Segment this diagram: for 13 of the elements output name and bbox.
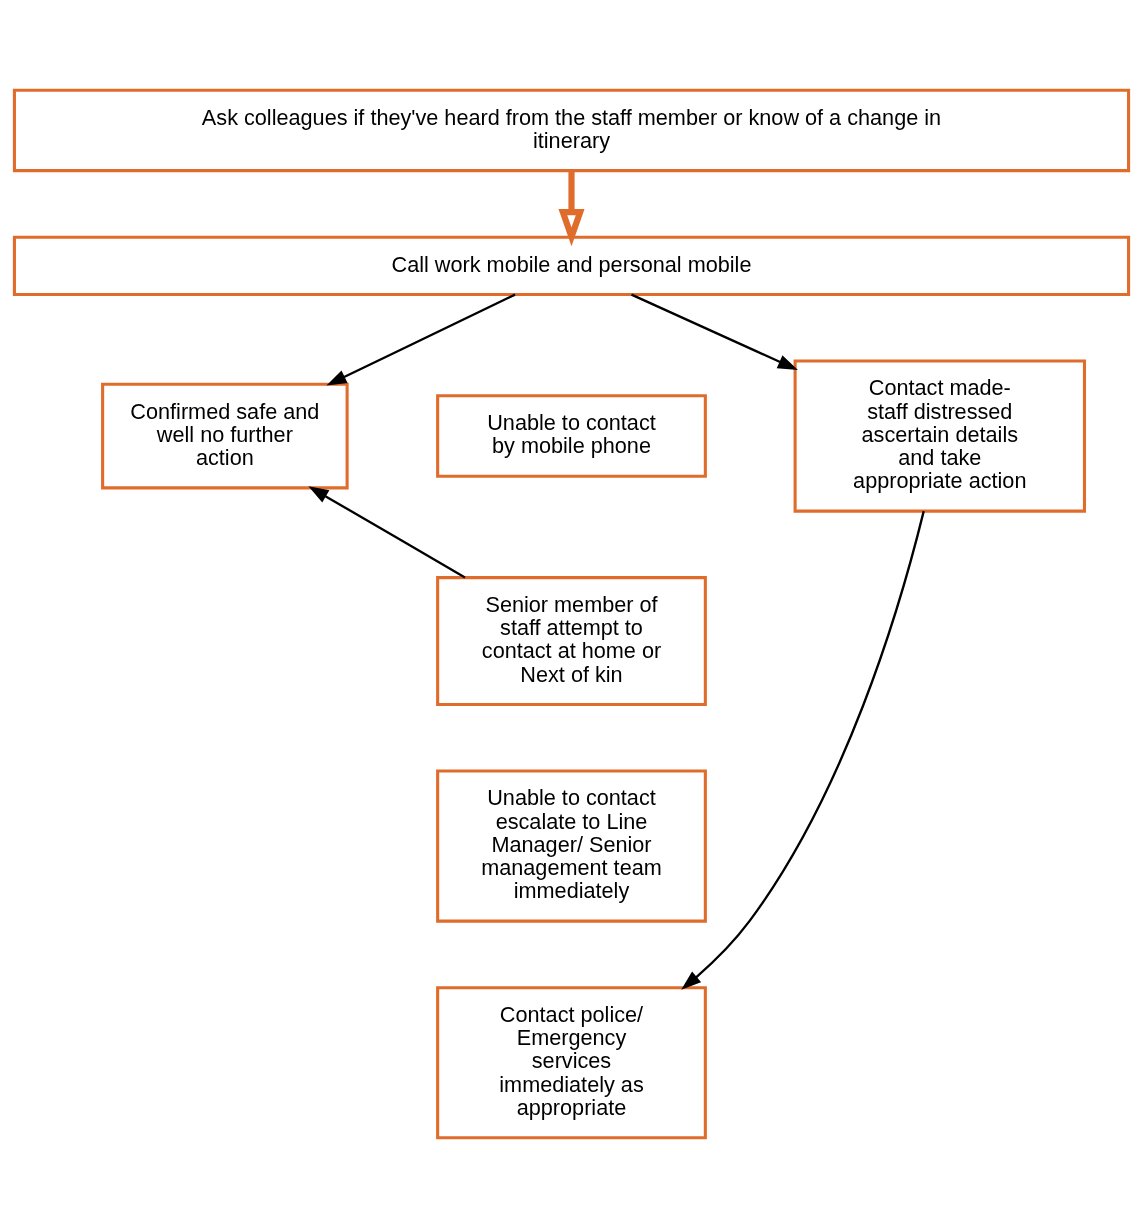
node-box: Unable to contact escalate to Line Manager/ Senior management team immediately — [436, 769, 707, 923]
arrow — [558, 170, 585, 247]
node-box: Ask colleagues if they've heard from the staff member or know of a change in itinerary — [12, 88, 1131, 173]
node-box: Contact made- staff distressed ascertain details and take appropriate action — [793, 359, 1087, 513]
arrow — [308, 486, 466, 579]
node-box: Contact police/ Emergency services immediately as appropriate — [436, 986, 707, 1140]
arrow — [631, 293, 798, 371]
node-box: Senior member of staff attempt to contact at home or Next of kin — [436, 576, 707, 707]
node-box: Unable to contact by mobile phone — [436, 394, 707, 478]
arrow — [326, 293, 516, 386]
arrow — [681, 510, 925, 990]
node-box: Confirmed safe and well no further action — [101, 382, 349, 490]
node-box: Call work mobile and personal mobile — [12, 235, 1131, 296]
